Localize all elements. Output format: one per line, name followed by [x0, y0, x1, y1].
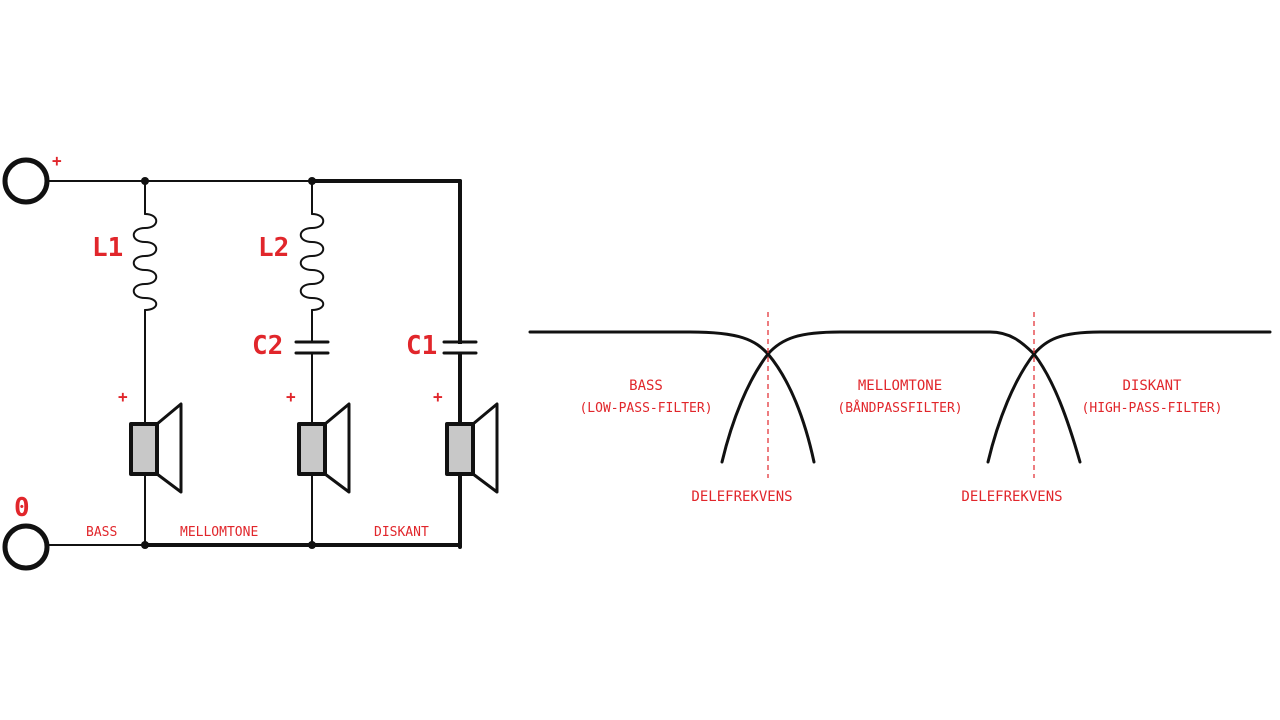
crossover-circuit — [2, 157, 499, 571]
crossover-label-1: DELEFREKVENS — [691, 489, 792, 505]
speaker-magnet — [445, 422, 475, 476]
speaker-plus-bass: + — [118, 387, 128, 406]
speaker-bass — [129, 402, 183, 494]
label-diskant: DISKANT — [374, 525, 429, 540]
label-c2: C2 — [252, 331, 283, 361]
label-mellomtone: MELLOMTONE — [180, 525, 258, 540]
speaker-magnet — [297, 422, 327, 476]
label-c1: C1 — [406, 331, 437, 361]
speaker-cone — [155, 402, 183, 494]
label-l1: L1 — [92, 233, 123, 263]
speaker-magnet — [129, 422, 159, 476]
speaker-plus-mid: + — [286, 387, 296, 406]
inductor-l2 — [299, 213, 325, 311]
terminal-plus — [2, 157, 50, 205]
terminal-zero-label: 0 — [14, 493, 30, 523]
treble-subtitle: (HIGH-PASS-FILTER) — [1082, 401, 1223, 416]
label-bass: BASS — [86, 525, 117, 540]
response-curves — [528, 330, 1272, 464]
crossover-label-2: DELEFREKVENS — [961, 489, 1062, 505]
mid-title: MELLOMTONE — [858, 378, 942, 394]
speaker-treble — [445, 402, 499, 494]
capacitor-c1 — [442, 340, 478, 355]
bass-title: BASS — [629, 378, 663, 394]
response-labels: BASS (LOW-PASS-FILTER) MELLOMTONE (BÅNDP… — [579, 378, 1222, 505]
terminal-zero — [2, 523, 50, 571]
circuit-labels: + 0 L1 L2 C2 C1 + + + BASS MELLOMTONE DI… — [14, 151, 443, 540]
terminal-plus-label: + — [52, 151, 62, 170]
speaker-mid — [297, 402, 351, 494]
high-pass-curve — [986, 330, 1272, 464]
speaker-cone — [323, 402, 351, 494]
capacitor-c2 — [294, 340, 330, 355]
bass-subtitle: (LOW-PASS-FILTER) — [579, 401, 712, 416]
inductor-l1 — [132, 213, 158, 311]
label-l2: L2 — [258, 233, 289, 263]
speaker-plus-treble: + — [433, 387, 443, 406]
mid-subtitle: (BÅNDPASSFILTER) — [837, 400, 962, 416]
speaker-cone — [471, 402, 499, 494]
band-pass-curve — [720, 330, 1082, 464]
treble-title: DISKANT — [1122, 378, 1182, 394]
